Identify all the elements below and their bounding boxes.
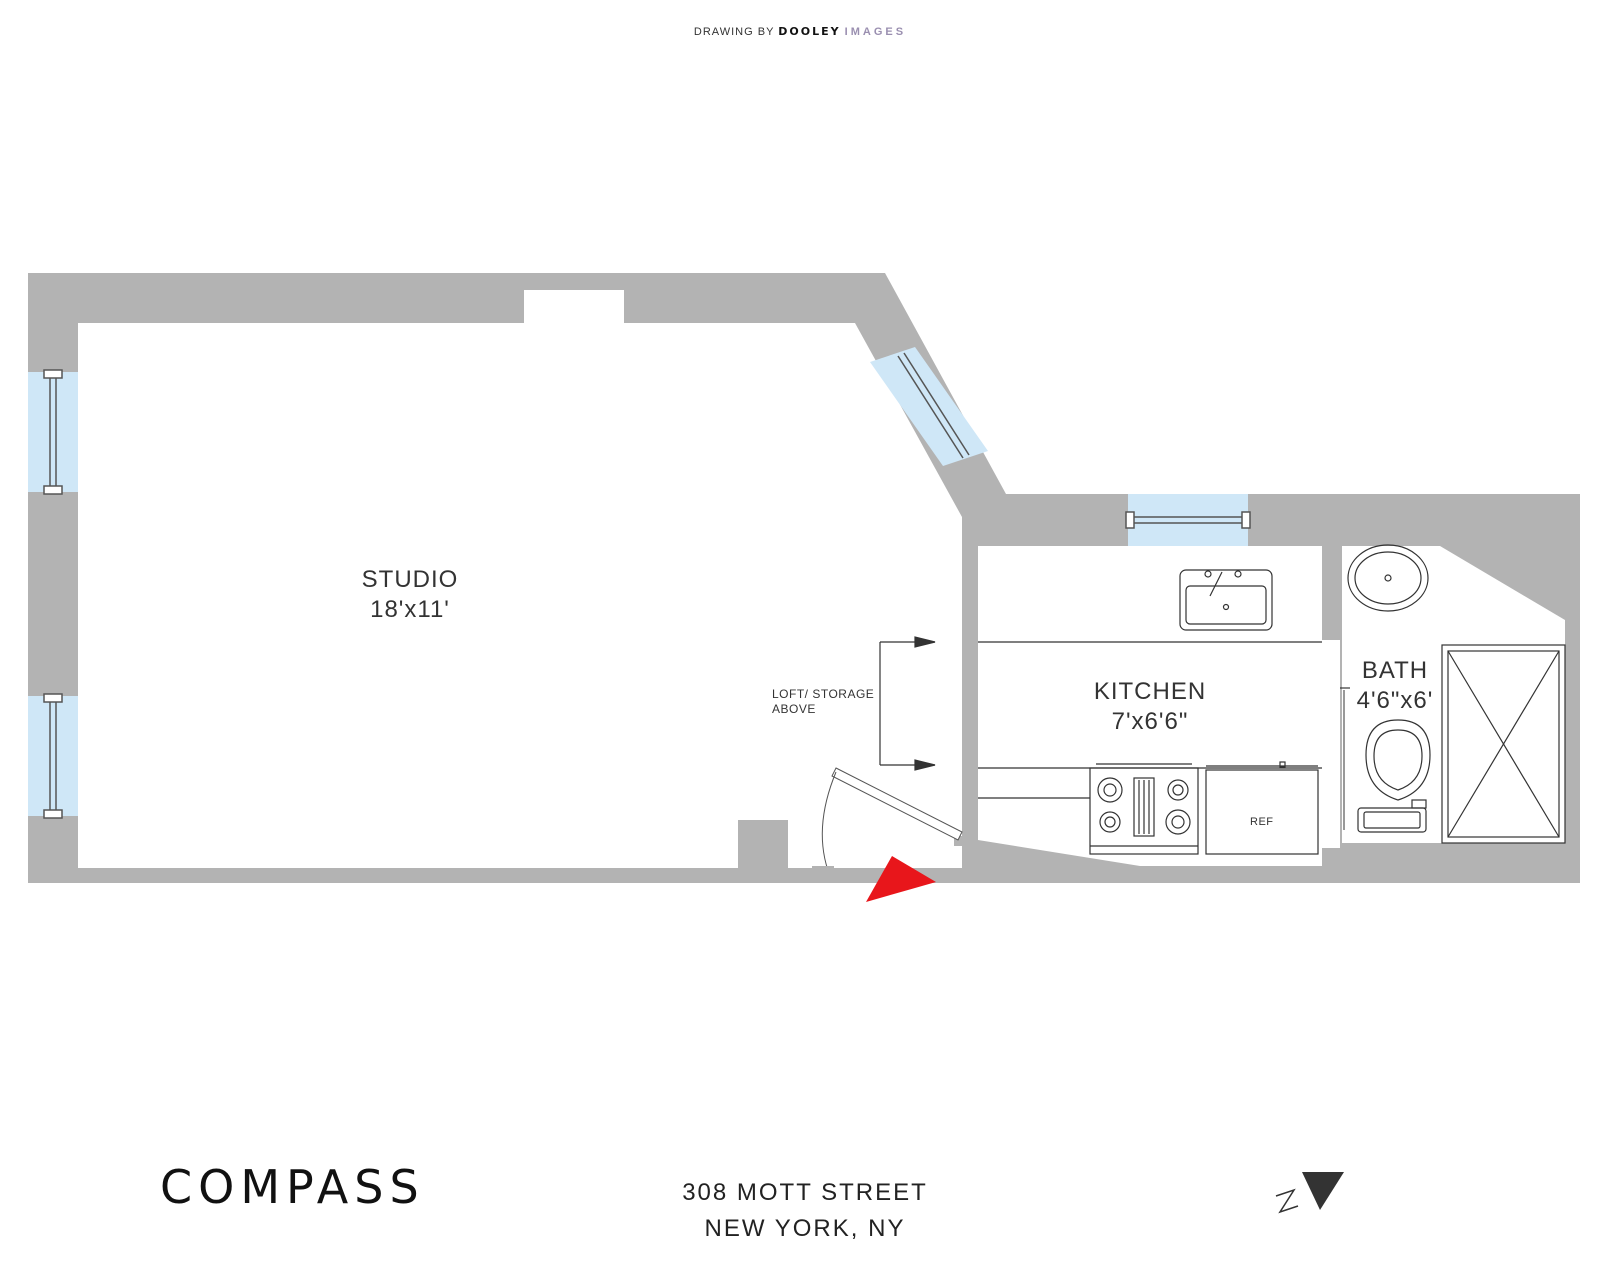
address-block: 308 MOTT STREET NEW YORK, NY (640, 1175, 970, 1247)
refrigerator (1205, 761, 1319, 855)
studio-floor (78, 323, 962, 868)
window-west-lower (28, 693, 78, 819)
bath-sink (1347, 544, 1429, 612)
compass-logo: COMPASS (160, 1160, 425, 1214)
credit-brand-a: DOOLEY (778, 25, 841, 38)
bath-floor (1342, 546, 1565, 843)
kitchen-size: 7'x6'6" (1111, 708, 1189, 735)
window-west-upper (28, 369, 78, 495)
loft-indicator (879, 636, 936, 771)
bath-size: 4'6"x6' (1356, 687, 1434, 714)
bath-label: BATH 4'6"x6' (1335, 656, 1455, 716)
north-arrow-icon (1275, 1172, 1344, 1214)
studio-label: STUDIO 18'x11' (330, 565, 490, 625)
entry-door (812, 767, 964, 878)
kitchen-floor (978, 546, 1340, 866)
entry-arrow-icon (866, 856, 936, 902)
window-diagonal (870, 347, 988, 466)
loft-label: LOFT/ STORAGE ABOVE (772, 687, 874, 717)
drawing-credit: DRAWING BY DOOLEY IMAGES (0, 25, 1600, 38)
window-kitchen (1125, 494, 1251, 546)
walls (28, 273, 1580, 883)
wall-column (738, 820, 788, 868)
studio-size: 18'x11' (370, 596, 450, 623)
stove (1089, 763, 1199, 855)
windows (28, 347, 1251, 819)
kitchen-name: KITCHEN (1093, 678, 1207, 705)
kitchen-label: KITCHEN 7'x6'6" (1070, 677, 1230, 737)
fireplace-niche (524, 290, 624, 323)
ref-label: REF (1250, 816, 1274, 828)
credit-brand-b: IMAGES (844, 26, 907, 38)
studio-name: STUDIO (361, 566, 459, 593)
shower (1441, 644, 1566, 844)
kitchen-fixtures (978, 569, 1322, 855)
address-line1: 308 MOTT STREET (682, 1179, 928, 1206)
bath-fixtures (1340, 544, 1566, 844)
kitchen-sink (1179, 569, 1273, 631)
loft-line1: LOFT/ STORAGE (772, 687, 875, 701)
address-line2: NEW YORK, NY (704, 1215, 906, 1242)
credit-prefix: DRAWING BY (693, 26, 775, 38)
bath-name: BATH (1361, 657, 1429, 684)
toilet (1357, 719, 1431, 833)
loft-line2: ABOVE (772, 702, 816, 716)
